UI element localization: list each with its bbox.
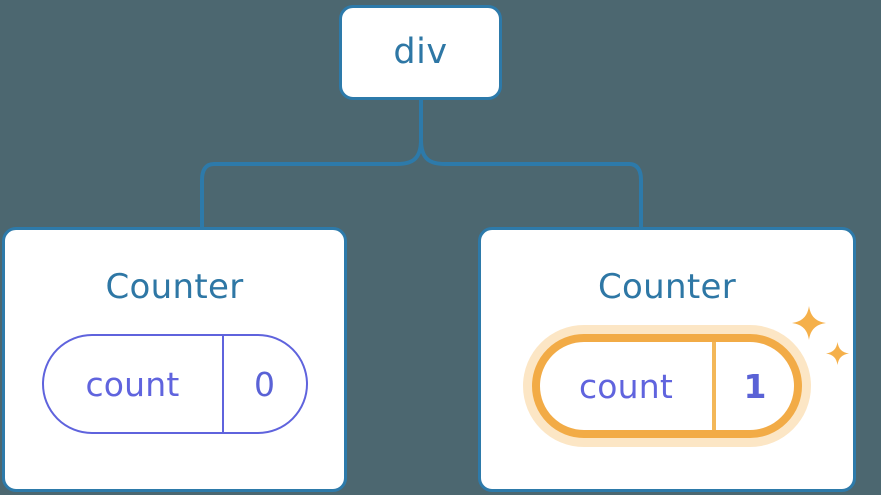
node-div[interactable]: div — [339, 5, 502, 100]
state-key-1: count — [578, 366, 674, 406]
state-pill-0[interactable]: count 0 — [41, 334, 308, 434]
state-key-0: count — [85, 364, 180, 404]
node-counter-1-title: Counter — [598, 267, 736, 307]
state-pill-wrapper-0: count 0 — [41, 334, 308, 434]
state-value-0: 0 — [221, 336, 306, 432]
node-counter-0-title: Counter — [105, 267, 244, 307]
state-pill-wrapper-1: count 1 — [532, 306, 849, 438]
node-counter-1[interactable]: Counter count 1 — [478, 227, 856, 492]
node-div-label: div — [393, 32, 448, 72]
node-counter-0[interactable]: Counter count 0 — [2, 227, 347, 492]
state-pill-1[interactable]: count 1 — [532, 334, 802, 438]
state-value-1: 1 — [712, 342, 794, 430]
edge-root-to-counter-0 — [200, 138, 423, 229]
sparkle-icon — [792, 306, 826, 340]
sparkle-icon — [826, 342, 849, 365]
edge-root-to-counter-1 — [419, 138, 643, 229]
